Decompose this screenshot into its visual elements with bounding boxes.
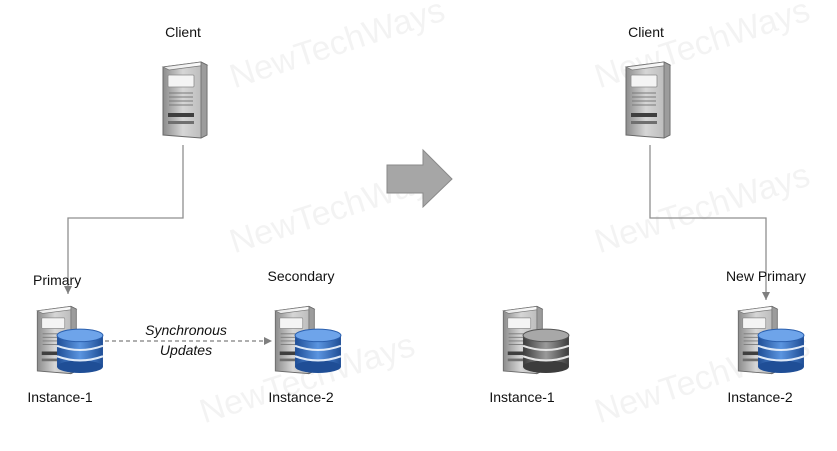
client-to-primary-connector — [64, 145, 184, 294]
sync-label-line1: Synchronous — [145, 322, 227, 338]
instance1-label: Instance-1 — [489, 389, 555, 405]
secondary-role-label: Secondary — [267, 268, 335, 284]
client-server-icon — [162, 61, 208, 139]
instance2-label: Instance-2 — [727, 389, 793, 405]
database-icon — [56, 328, 104, 374]
client-to-new-primary-connector — [649, 145, 770, 300]
primary-role-label: Primary — [33, 272, 82, 288]
client-server-icon — [625, 61, 671, 139]
instance1-label: Instance-1 — [27, 389, 93, 405]
client-label: Client — [628, 24, 664, 40]
sync-updates-label: Synchronous Updates — [145, 320, 227, 360]
sync-label-line2: Updates — [159, 342, 213, 358]
transition-arrow — [386, 148, 453, 209]
database-icon — [757, 328, 805, 374]
client-label: Client — [165, 24, 201, 40]
instance2-label: Instance-2 — [268, 389, 334, 405]
failed-database-icon — [522, 328, 570, 374]
new-primary-role-label: New Primary — [725, 268, 807, 284]
database-icon — [294, 328, 342, 374]
